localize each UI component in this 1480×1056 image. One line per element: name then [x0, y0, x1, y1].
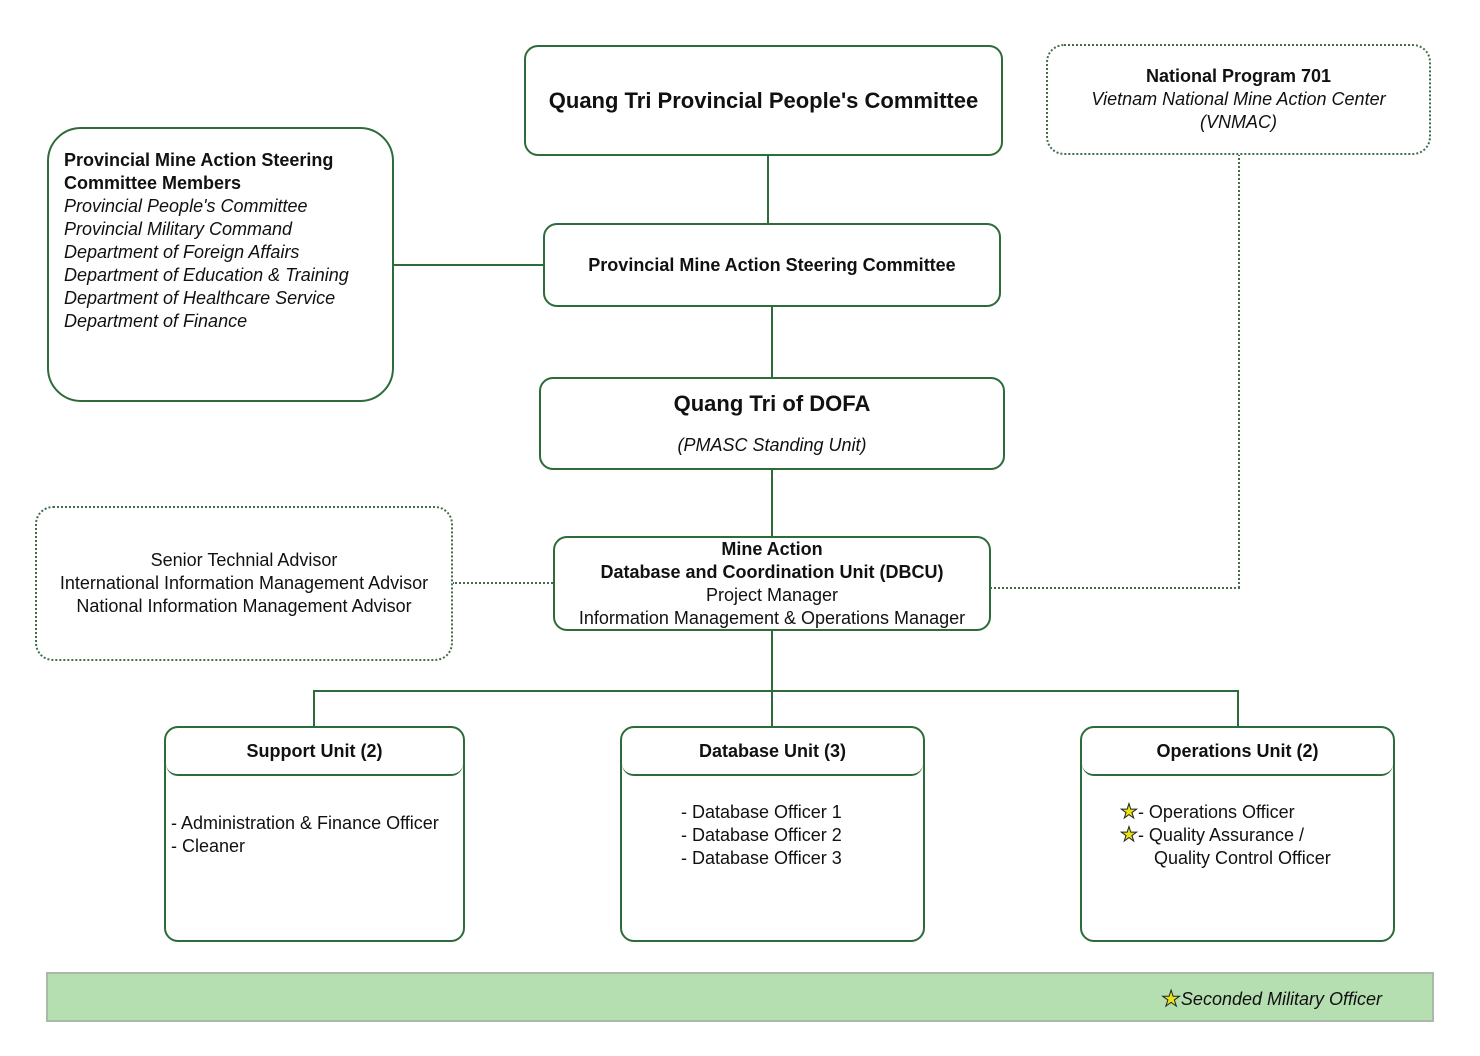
connector-dofa-dbcu: [771, 469, 773, 536]
provincial-committee-title: Quang Tri Provincial People's Committee: [548, 87, 979, 113]
database-unit-box: Database Unit (3) - Database Officer 1 -…: [620, 726, 925, 942]
national-program-line1: Vietnam National Mine Action Center: [1091, 89, 1386, 109]
database-item: - Database Officer 2: [681, 825, 842, 845]
star-icon: ★: [1120, 824, 1139, 847]
support-unit-box: Support Unit (2) - Administration & Fina…: [164, 726, 465, 942]
dbcu-box: Mine Action Database and Coordination Un…: [553, 536, 991, 631]
operations-item: - Operations Officer: [1137, 802, 1295, 822]
connector-dbcu-down: [771, 630, 773, 726]
dofa-title: Quang Tri of DOFA: [673, 391, 871, 416]
connector-members-steering: [393, 264, 544, 266]
members-item: Provincial People's Committee: [64, 196, 308, 216]
operations-item: - Quality Assurance /: [1137, 825, 1305, 845]
advisor-item: International Information Management Adv…: [59, 573, 429, 593]
connector-steering-dofa: [771, 306, 773, 377]
support-item: - Administration & Finance Officer: [171, 813, 439, 833]
legend-text: Seconded Military Officer: [1180, 988, 1382, 1009]
connector-support: [313, 690, 315, 726]
members-title-line2: Committee Members: [64, 173, 242, 193]
dbcu-line3: Project Manager: [705, 584, 839, 605]
members-item: Department of Education & Training: [64, 265, 349, 285]
operations-unit-box: Operations Unit (2) ★- Operations Office…: [1080, 726, 1395, 942]
advisor-item: Senior Technial Advisor: [150, 550, 338, 570]
star-icon: ★: [1120, 801, 1139, 824]
national-program-title: National Program 701: [1145, 66, 1332, 86]
steering-committee-box: Provincial Mine Action Steering Committe…: [543, 223, 1001, 307]
operations-item: Quality Control Officer: [1154, 848, 1331, 868]
database-unit-title: Database Unit (3): [622, 728, 923, 776]
database-item: - Database Officer 1: [681, 802, 842, 822]
dbcu-line1: Mine Action: [721, 538, 823, 559]
connector-national-down: [1238, 154, 1240, 588]
dofa-subtitle: (PMASC Standing Unit): [677, 435, 867, 455]
national-program-box: National Program 701 Vietnam National Mi…: [1046, 44, 1431, 155]
operations-unit-title: Operations Unit (2): [1082, 728, 1393, 776]
connector-advisors-dbcu: [452, 582, 553, 584]
members-item: Department of Finance: [64, 311, 248, 331]
connector-national-dbcu: [990, 587, 1240, 589]
members-item: Department of Healthcare Service: [64, 288, 336, 308]
steering-committee-title: Provincial Mine Action Steering Committe…: [588, 254, 956, 275]
members-title-line1: Provincial Mine Action Steering: [64, 150, 334, 170]
advisors-box: Senior Technial Advisor International In…: [35, 506, 453, 661]
database-item: - Database Officer 3: [681, 848, 842, 868]
star-icon: ★: [1161, 986, 1182, 1012]
provincial-committee-box: Quang Tri Provincial People's Committee: [524, 45, 1003, 156]
dofa-box: Quang Tri of DOFA (PMASC Standing Unit): [539, 377, 1005, 470]
dbcu-line2: Database and Coordination Unit (DBCU): [600, 561, 944, 582]
advisor-item: National Information Management Advisor: [76, 596, 412, 616]
members-item: Provincial Military Command: [64, 219, 293, 239]
connector-horizontal-units: [313, 690, 1239, 692]
dbcu-line4: Information Management & Operations Mana…: [578, 607, 966, 628]
steering-members-box: Provincial Mine Action Steering Committe…: [47, 127, 394, 402]
national-program-line2: (VNMAC): [1200, 112, 1277, 132]
legend-bar: ★ Seconded Military Officer: [46, 972, 1434, 1022]
connector-committee-steering: [767, 155, 769, 223]
support-unit-title: Support Unit (2): [166, 728, 463, 776]
connector-operations: [1237, 690, 1239, 726]
support-item: - Cleaner: [171, 836, 246, 856]
members-item: Department of Foreign Affairs: [64, 242, 300, 262]
